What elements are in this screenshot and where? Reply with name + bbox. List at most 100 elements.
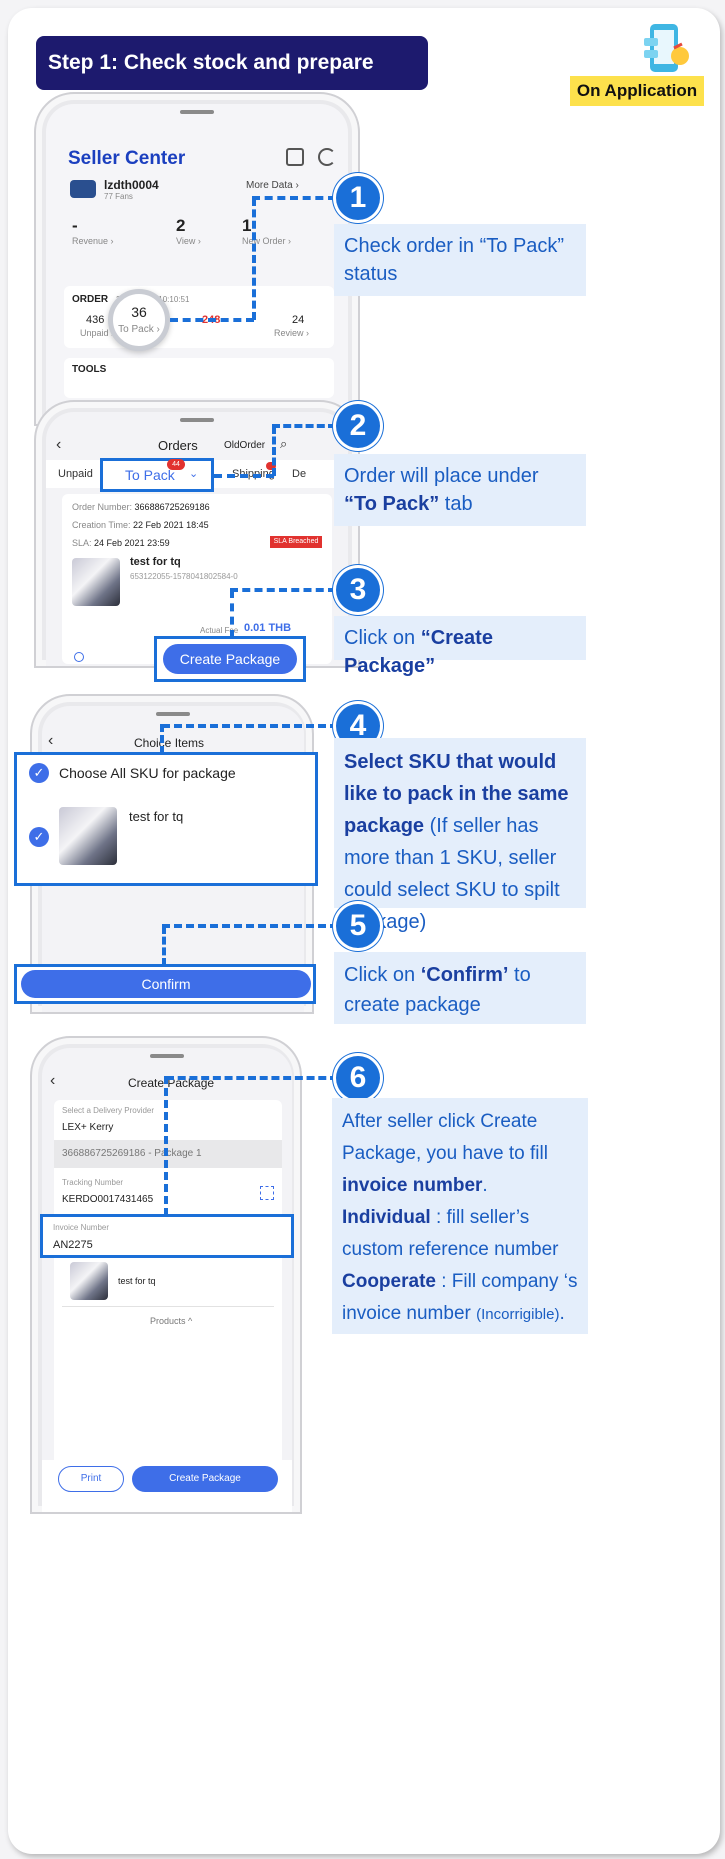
search-icon[interactable]: ⌕: [280, 436, 288, 451]
note-6-cooperate-rest: : Fill company ‘s invoice number: [342, 1271, 578, 1324]
divider: [62, 1306, 274, 1307]
note-6-bold1: invoice number: [342, 1175, 483, 1196]
create-package-submit-button[interactable]: Create Package: [132, 1466, 278, 1492]
invoice-number-highlight: Invoice Number AN2275: [40, 1214, 294, 1258]
order-section-label: ORDER: [72, 294, 109, 305]
connector-2a: [214, 474, 274, 478]
order-review-value: 24: [292, 314, 305, 326]
tracking-value[interactable]: KERDO0017431465: [62, 1194, 154, 1205]
note-5-text: Click on: [344, 964, 421, 986]
note-step-1: Check order in “To Pack” status: [334, 224, 586, 296]
to-pack-label: To Pack ›: [118, 324, 160, 335]
order-number-label: Order Number:: [72, 502, 133, 512]
actual-fee-label: Actual Fee: [200, 626, 239, 635]
tools-section-label: TOOLS: [72, 364, 107, 375]
note-6-individual-bold: Individual: [342, 1207, 431, 1228]
stat-revenue-value: -: [72, 216, 78, 235]
back-chevron-icon[interactable]: ‹: [50, 1072, 56, 1089]
creation-time-value: 22 Feb 2021 18:45: [133, 520, 209, 530]
note-5-bold: ‘Confirm’: [420, 964, 509, 986]
note-step-2: Order will place under “To Pack” tab: [334, 454, 586, 526]
item-thumbnail: [70, 1262, 108, 1300]
note-6-cooperate-bold: Cooperate: [342, 1271, 436, 1292]
provider-label: Select a Delivery Provider: [62, 1106, 155, 1115]
connector-4b: [160, 724, 164, 754]
shop-avatar: [70, 180, 96, 198]
connector-2b: [272, 426, 276, 476]
note-6-individual-rest: : fill seller’s custom reference number: [342, 1207, 559, 1260]
order-review-label[interactable]: Review ›: [274, 328, 310, 338]
connector-1a: [170, 318, 254, 322]
stat-new-order-label[interactable]: New Order ›: [242, 236, 292, 246]
invoice-input[interactable]: AN2275: [53, 1239, 93, 1251]
choose-all-checkbox[interactable]: ✓: [29, 763, 49, 783]
note-6-end: .: [559, 1303, 565, 1324]
back-chevron-icon[interactable]: ‹: [56, 436, 62, 453]
chevron-down-icon: ⌄: [189, 468, 199, 480]
products-toggle[interactable]: Products ^: [150, 1316, 193, 1326]
order-number-row: Order Number: 366886725269186: [72, 502, 210, 512]
sla-value: 24 Feb 2021 23:59: [94, 538, 170, 548]
note-3-text: Click on: [344, 627, 421, 649]
note-1-text: Check order in “To Pack” status: [344, 235, 565, 285]
confirm-button[interactable]: Confirm: [21, 970, 311, 998]
sku-selection-highlight: ✓ Choose All SKU for package ✓ test for …: [14, 752, 318, 886]
item-name: test for tq: [118, 1276, 156, 1286]
package-row-label: 366886725269186 - Package 1: [62, 1148, 202, 1159]
sla-breached-badge: SLA Breached: [270, 536, 322, 548]
tools-panel: [64, 358, 334, 398]
order-number-value: 366886725269186: [134, 502, 210, 512]
phone-illustration-icon: [636, 20, 694, 78]
orders-screen: ‹ Orders OldOrder ⌕ Unpaid Shipping De O…: [46, 412, 348, 666]
note-5-rest: to create package: [344, 964, 531, 1016]
scan-barcode-icon[interactable]: [260, 1186, 274, 1200]
phone-frame-1: Seller Center lzdth0004 77 Fans More Dat…: [34, 92, 360, 426]
order-unpaid-label[interactable]: Unpaid ›: [80, 328, 115, 338]
step-title: Step 1: Check stock and prepare product: [36, 36, 428, 128]
stat-new-order-value: 1: [242, 216, 252, 235]
refresh-icon[interactable]: [318, 148, 336, 166]
item-checkbox[interactable]: ✓: [29, 827, 49, 847]
stat-view-label[interactable]: View ›: [176, 236, 201, 246]
to-pack-magnifier[interactable]: 36 To Pack ›: [108, 289, 170, 351]
step-badge-3: 3: [336, 568, 380, 612]
note-6-incorrigible: (Incorrigible): [476, 1306, 560, 1323]
tab-unpaid[interactable]: Unpaid: [58, 468, 93, 480]
note-2-rest: tab: [439, 493, 473, 515]
connector-3b: [230, 588, 336, 592]
to-pack-badge: 44: [167, 459, 185, 470]
tab-to-pack: To Pack: [125, 467, 175, 483]
to-pack-count: 36: [131, 304, 147, 320]
old-order-link[interactable]: OldOrder: [224, 440, 266, 451]
print-button[interactable]: Print: [58, 1466, 124, 1492]
connector-2c: [272, 424, 336, 428]
orders-title: Orders: [158, 438, 198, 453]
shipping-badge: [266, 462, 276, 470]
item-name: test for tq: [129, 809, 184, 824]
choice-items-title: Choice Items: [134, 736, 205, 750]
note-2-bold: “To Pack”: [344, 493, 440, 515]
sla-label: SLA:: [72, 538, 92, 548]
phone-notch: [180, 418, 214, 422]
confirm-highlight: Confirm: [14, 964, 316, 1004]
phone-notch: [180, 110, 214, 114]
note-3-bold: “Create Package”: [344, 627, 493, 677]
to-pack-tab-highlight[interactable]: To Pack ⌄ 44: [100, 458, 214, 492]
stat-revenue-label[interactable]: Revenue ›: [72, 236, 114, 246]
provider-value[interactable]: LEX+ Kerry: [62, 1122, 114, 1133]
scan-icon[interactable]: [286, 148, 304, 166]
back-chevron-icon[interactable]: ‹: [48, 732, 54, 749]
creation-time-label: Creation Time:: [72, 520, 131, 530]
shop-name[interactable]: lzdth0004: [104, 178, 159, 192]
step-badge-2: 2: [336, 404, 380, 448]
step-badge-5: 5: [336, 904, 380, 948]
order-unpaid-value: 436: [86, 314, 105, 326]
tab-delivered[interactable]: De: [292, 468, 307, 480]
create-package-highlight: Create Package: [154, 636, 306, 682]
note-step-3: Click on “Create Package”: [334, 616, 586, 677]
note-step-6: After seller click Create Package, you h…: [332, 1098, 588, 1334]
more-options-icon[interactable]: [74, 652, 84, 662]
note-2-line1: Order will place under: [344, 465, 539, 487]
create-package-button[interactable]: Create Package: [163, 644, 297, 674]
more-data-link[interactable]: More Data ›: [246, 180, 299, 191]
